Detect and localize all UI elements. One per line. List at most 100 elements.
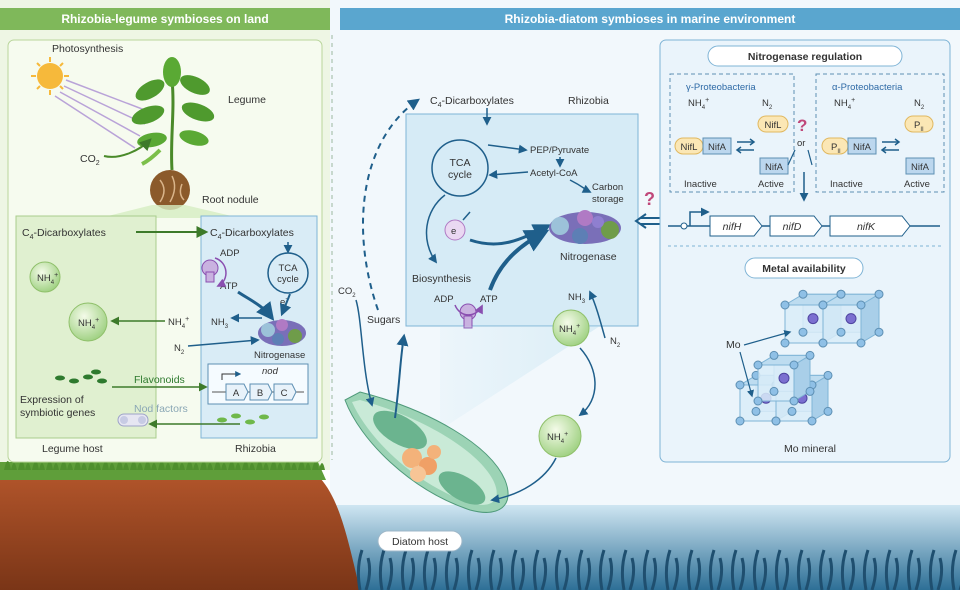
flavonoid-molecules-icon bbox=[55, 369, 107, 384]
seaweed-strand bbox=[488, 549, 504, 590]
acetyl-to-tca-arrow bbox=[488, 169, 529, 179]
seaweed-strand bbox=[554, 549, 570, 590]
legume-host-box bbox=[15, 215, 157, 439]
grass-tuft bbox=[32, 461, 45, 470]
gene-label: nifH bbox=[723, 221, 742, 233]
metal-title: Metal availability bbox=[762, 263, 846, 275]
land-banner bbox=[0, 8, 330, 30]
regulation-title-badge bbox=[707, 45, 903, 67]
seaweed-strand bbox=[840, 549, 856, 590]
nh4-release-arrow bbox=[578, 347, 596, 417]
alpha-active-label: Active bbox=[904, 179, 930, 190]
lattice-atom bbox=[798, 289, 808, 299]
mo-atom bbox=[845, 313, 857, 325]
sugars-label: Sugars bbox=[367, 314, 400, 326]
land-tca-line1: TCA bbox=[279, 263, 299, 274]
nod-promoter-arrow bbox=[221, 371, 242, 380]
host-c4-label: C4-Dicarboxylates bbox=[22, 227, 106, 241]
gamma-nh4-label: NH4+ bbox=[688, 97, 709, 111]
alpha-pii-active bbox=[904, 115, 934, 133]
carbon-storage-line1: Carbon bbox=[592, 182, 623, 193]
photosynthesis-label: Photosynthesis bbox=[52, 43, 123, 55]
lattice-atom bbox=[823, 370, 833, 380]
lattice-atom bbox=[836, 289, 846, 299]
gamma-nifl-active-label: NifL bbox=[765, 120, 782, 131]
grass-tuft bbox=[284, 461, 297, 470]
seaweed-strand bbox=[532, 549, 548, 590]
marine-n2-label: N2 bbox=[610, 336, 621, 349]
nod-gene-label: B bbox=[257, 388, 263, 399]
expression-label-line2: symbiotic genes bbox=[20, 407, 95, 419]
seaweed-strand bbox=[378, 549, 394, 590]
mo-crystal-lattice bbox=[735, 289, 884, 426]
land-adp-label: ADP bbox=[220, 248, 240, 259]
seaweed-strand bbox=[818, 549, 834, 590]
legume-label: Legume bbox=[228, 94, 266, 106]
lattice-atom bbox=[818, 338, 828, 348]
grass-tuft bbox=[186, 461, 199, 470]
grass-tuft bbox=[270, 461, 283, 470]
grass-tufts bbox=[4, 461, 325, 470]
svg-text:NH4+: NH4+ bbox=[37, 272, 58, 286]
gamma-active-label: Active bbox=[758, 179, 784, 190]
marine-banner bbox=[340, 8, 960, 30]
lattice-face bbox=[822, 304, 862, 344]
marine-adp-label: ADP bbox=[434, 294, 454, 305]
grass-tuft bbox=[144, 461, 157, 470]
grass-tuft bbox=[130, 461, 143, 470]
marine-c4-label: C4-Dicarboxylates bbox=[430, 95, 514, 109]
soil bbox=[0, 478, 360, 590]
svg-text:NH4+: NH4+ bbox=[559, 323, 580, 337]
sugars-export-arrow bbox=[362, 98, 420, 311]
nod-gene-label: A bbox=[233, 388, 240, 399]
seaweed-strand bbox=[906, 549, 922, 590]
co2-label: CO2 bbox=[80, 153, 100, 167]
seaweed-strand bbox=[862, 549, 878, 590]
seaweed-strand bbox=[884, 549, 900, 590]
seaweed-strand bbox=[708, 549, 724, 590]
grass-tuft bbox=[88, 461, 101, 470]
land-atp-arrow bbox=[214, 257, 227, 287]
legume-plant-icon bbox=[131, 57, 215, 171]
marine-banner-title: Rhizobia-diatom symbioses in marine envi… bbox=[505, 12, 796, 26]
gamma-nifa-active-label: NifA bbox=[765, 162, 784, 173]
seafloor-plants bbox=[356, 549, 960, 590]
lattice-atom bbox=[856, 338, 866, 348]
seaweed-strand bbox=[620, 549, 636, 590]
electron-line bbox=[462, 211, 471, 221]
alpha-nifa-inactive bbox=[847, 137, 877, 155]
land-banner-title: Rhizobia-legume symbioses on land bbox=[61, 12, 268, 26]
lattice-atom bbox=[787, 406, 797, 416]
seaweed-strand bbox=[444, 549, 460, 590]
svg-text:NH4+: NH4+ bbox=[78, 317, 99, 331]
diatom-host-label: Diatom host bbox=[392, 536, 448, 548]
lattice-atom bbox=[807, 416, 817, 426]
grass-tuft bbox=[312, 461, 325, 470]
land-nitrogenase-icon bbox=[258, 319, 306, 346]
diatom-zoom-cone bbox=[440, 326, 600, 430]
alpha-n2-label: N2 bbox=[914, 98, 925, 111]
lattice-atom bbox=[805, 386, 815, 396]
or-label: or bbox=[797, 138, 805, 149]
flavonoids-label: Flavonoids bbox=[134, 374, 185, 386]
land-electron-arrow bbox=[279, 293, 292, 317]
pep-pyruvate-label: PEP/Pyruvate bbox=[530, 145, 589, 156]
lattice-atom bbox=[780, 338, 790, 348]
grass-tuft bbox=[298, 461, 311, 470]
land-n2-arrow bbox=[187, 336, 260, 347]
marine-electron-icon bbox=[444, 219, 466, 241]
seaweed-strand bbox=[796, 549, 812, 590]
mo-pointer-upper bbox=[743, 330, 792, 346]
nif-promoter-site bbox=[680, 222, 688, 230]
lattice-atom bbox=[789, 396, 799, 406]
marine-nh4-bubble-lower: NH4+ bbox=[538, 414, 582, 458]
lattice-atom bbox=[789, 360, 799, 370]
land-tca-line2: cycle bbox=[277, 274, 299, 285]
lattice-face bbox=[784, 304, 824, 344]
regulation-panel bbox=[659, 39, 951, 463]
gene-nifk bbox=[829, 215, 911, 237]
nod-factors-label: Nod factors bbox=[134, 403, 188, 415]
gene-label: nifD bbox=[783, 221, 802, 233]
marine-atp-to-nitrogenase-arrow bbox=[488, 229, 550, 291]
